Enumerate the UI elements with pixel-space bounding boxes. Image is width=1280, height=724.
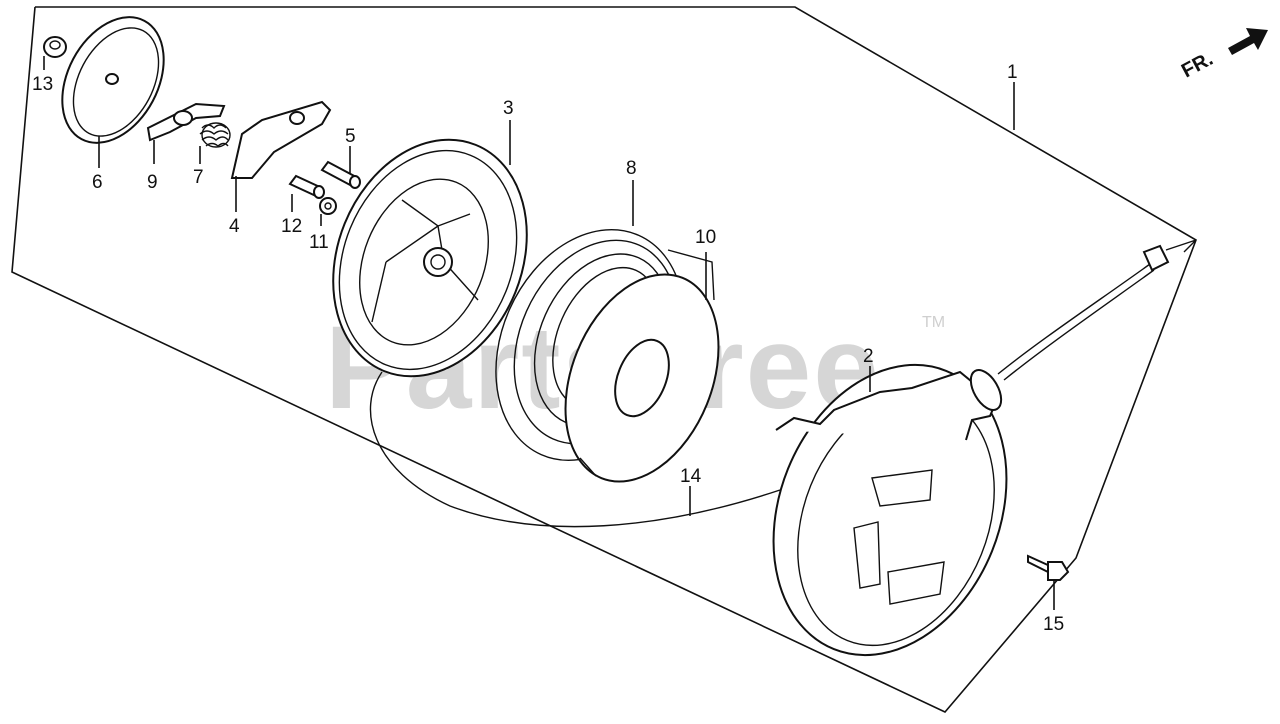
label-part-6: 6 [92, 172, 103, 193]
leader-lines [43, 56, 1055, 610]
label-part-5: 5 [345, 126, 356, 147]
part-2-case [772, 363, 1008, 657]
trademark: TM [922, 314, 945, 331]
part-10-case [564, 249, 720, 483]
part-7-spring [199, 122, 231, 148]
label-part-3: 3 [503, 98, 514, 119]
label-part-12: 12 [281, 216, 302, 237]
part-6-plate [61, 16, 165, 144]
front-direction-label: FR. [1178, 48, 1217, 83]
label-part-14: 14 [680, 466, 702, 487]
arrow-shape [1228, 28, 1268, 55]
part-9-ratchet [146, 102, 226, 142]
label-part-4: 4 [229, 216, 240, 237]
label-part-2: 2 [863, 346, 874, 367]
handle-rope [997, 239, 1197, 381]
label-part-9: 9 [147, 172, 158, 193]
part-11-washer [319, 197, 337, 215]
part-14-rope [369, 371, 781, 528]
label-part-11: 11 [309, 232, 329, 253]
part-4-arm [230, 100, 332, 179]
assembly-outline [11, 6, 1197, 713]
label-part-15: 15 [1043, 614, 1064, 635]
label-part-1: 1 [1007, 62, 1018, 83]
part-3-reel [332, 138, 528, 378]
part-12-collar [288, 174, 325, 199]
part-15-bolt [1027, 554, 1070, 581]
label-part-13: 13 [32, 74, 53, 95]
label-part-8: 8 [626, 158, 637, 179]
label-part-7: 7 [193, 167, 204, 188]
part-5-collar [320, 160, 361, 189]
label-part-10: 10 [695, 227, 716, 248]
front-arrow-icon: FR. [1178, 28, 1268, 82]
part-13-nut [43, 36, 67, 58]
